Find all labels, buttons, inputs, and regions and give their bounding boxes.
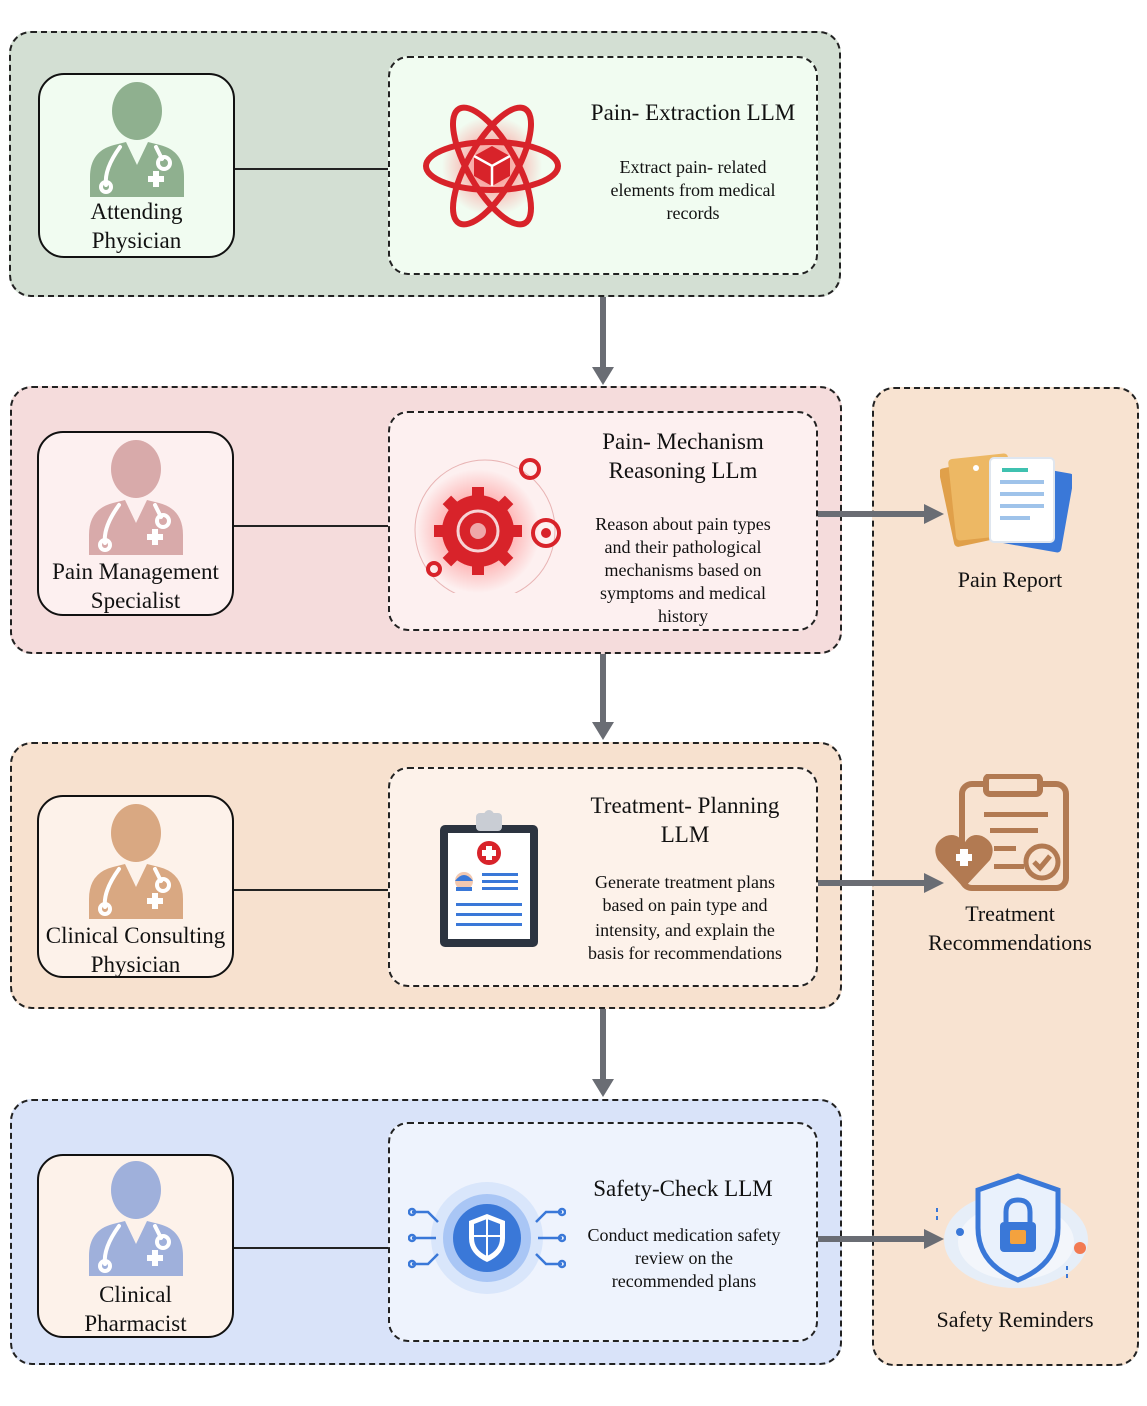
doctor-icon: [89, 440, 183, 555]
role-label: Pain Management Specialist: [52, 559, 219, 613]
llm-title: Pain- Mechanism Reasoning LLm: [602, 429, 764, 483]
flow-arrow: [592, 654, 614, 740]
llm-title: Pain- Extraction LLM: [590, 100, 796, 125]
output-arrow: [818, 1229, 944, 1249]
connector-line: [234, 525, 389, 527]
role-label: Attending Physician: [90, 199, 183, 253]
doctor-icon: [89, 1161, 183, 1276]
role-card-clinical-pharmacist: Clinical Pharmacist: [37, 1154, 234, 1338]
doctor-icon: [89, 804, 183, 919]
clipboard-heart-icon: [935, 774, 1069, 891]
llm-title: Safety-Check LLM: [593, 1176, 773, 1201]
llm-description: Conduct medication safety review on the …: [587, 1225, 781, 1291]
connector-line: [235, 168, 389, 170]
gear-icon: [414, 458, 561, 593]
llm-description: Reason about pain types and their pathol…: [595, 514, 771, 626]
atom-icon: [423, 104, 561, 228]
lock-shield-icon: [936, 1173, 1088, 1288]
connector-line: [234, 889, 389, 891]
llm-card-treatment-planning: Treatment- Planning LLM Generate treatme…: [388, 767, 818, 987]
llm-title: Treatment- Planning LLM: [590, 793, 780, 847]
llm-card-safety-check: Safety-Check LLM Conduct medication safe…: [388, 1122, 818, 1342]
role-label: Clinical Consulting Physician: [45, 923, 226, 977]
llm-card-pain-extraction: Pain- Extraction LLM Extract pain- relat…: [388, 56, 818, 275]
role-label: Clinical Pharmacist: [84, 1282, 187, 1336]
documents-icon: [940, 453, 1072, 553]
role-card-clinical-consulting-physician: Clinical Consulting Physician: [37, 795, 234, 978]
output-arrow: [818, 873, 944, 893]
llm-description: Extract pain- related elements from medi…: [610, 157, 776, 223]
output-label-treatment-recommendations: Treatment Recommendations: [928, 901, 1092, 955]
role-card-attending-physician: Attending Physician: [38, 73, 235, 258]
flow-arrow: [592, 297, 614, 385]
connector-line: [234, 1247, 389, 1249]
clipboard-icon: [440, 810, 538, 947]
role-card-pain-management-specialist: Pain Management Specialist: [37, 431, 234, 616]
output-label-pain-report: Pain Report: [957, 567, 1063, 592]
llm-description: Generate treatment plans based on pain t…: [588, 872, 782, 963]
llm-card-pain-mechanism: Pain- Mechanism Reasoning LLm Reason abo…: [388, 411, 818, 631]
flow-arrow: [592, 1009, 614, 1097]
output-label-safety-reminders: Safety Reminders: [936, 1307, 1094, 1332]
output-arrow: [818, 504, 944, 524]
doctor-icon: [90, 82, 184, 197]
shield-icon: [408, 1182, 566, 1294]
